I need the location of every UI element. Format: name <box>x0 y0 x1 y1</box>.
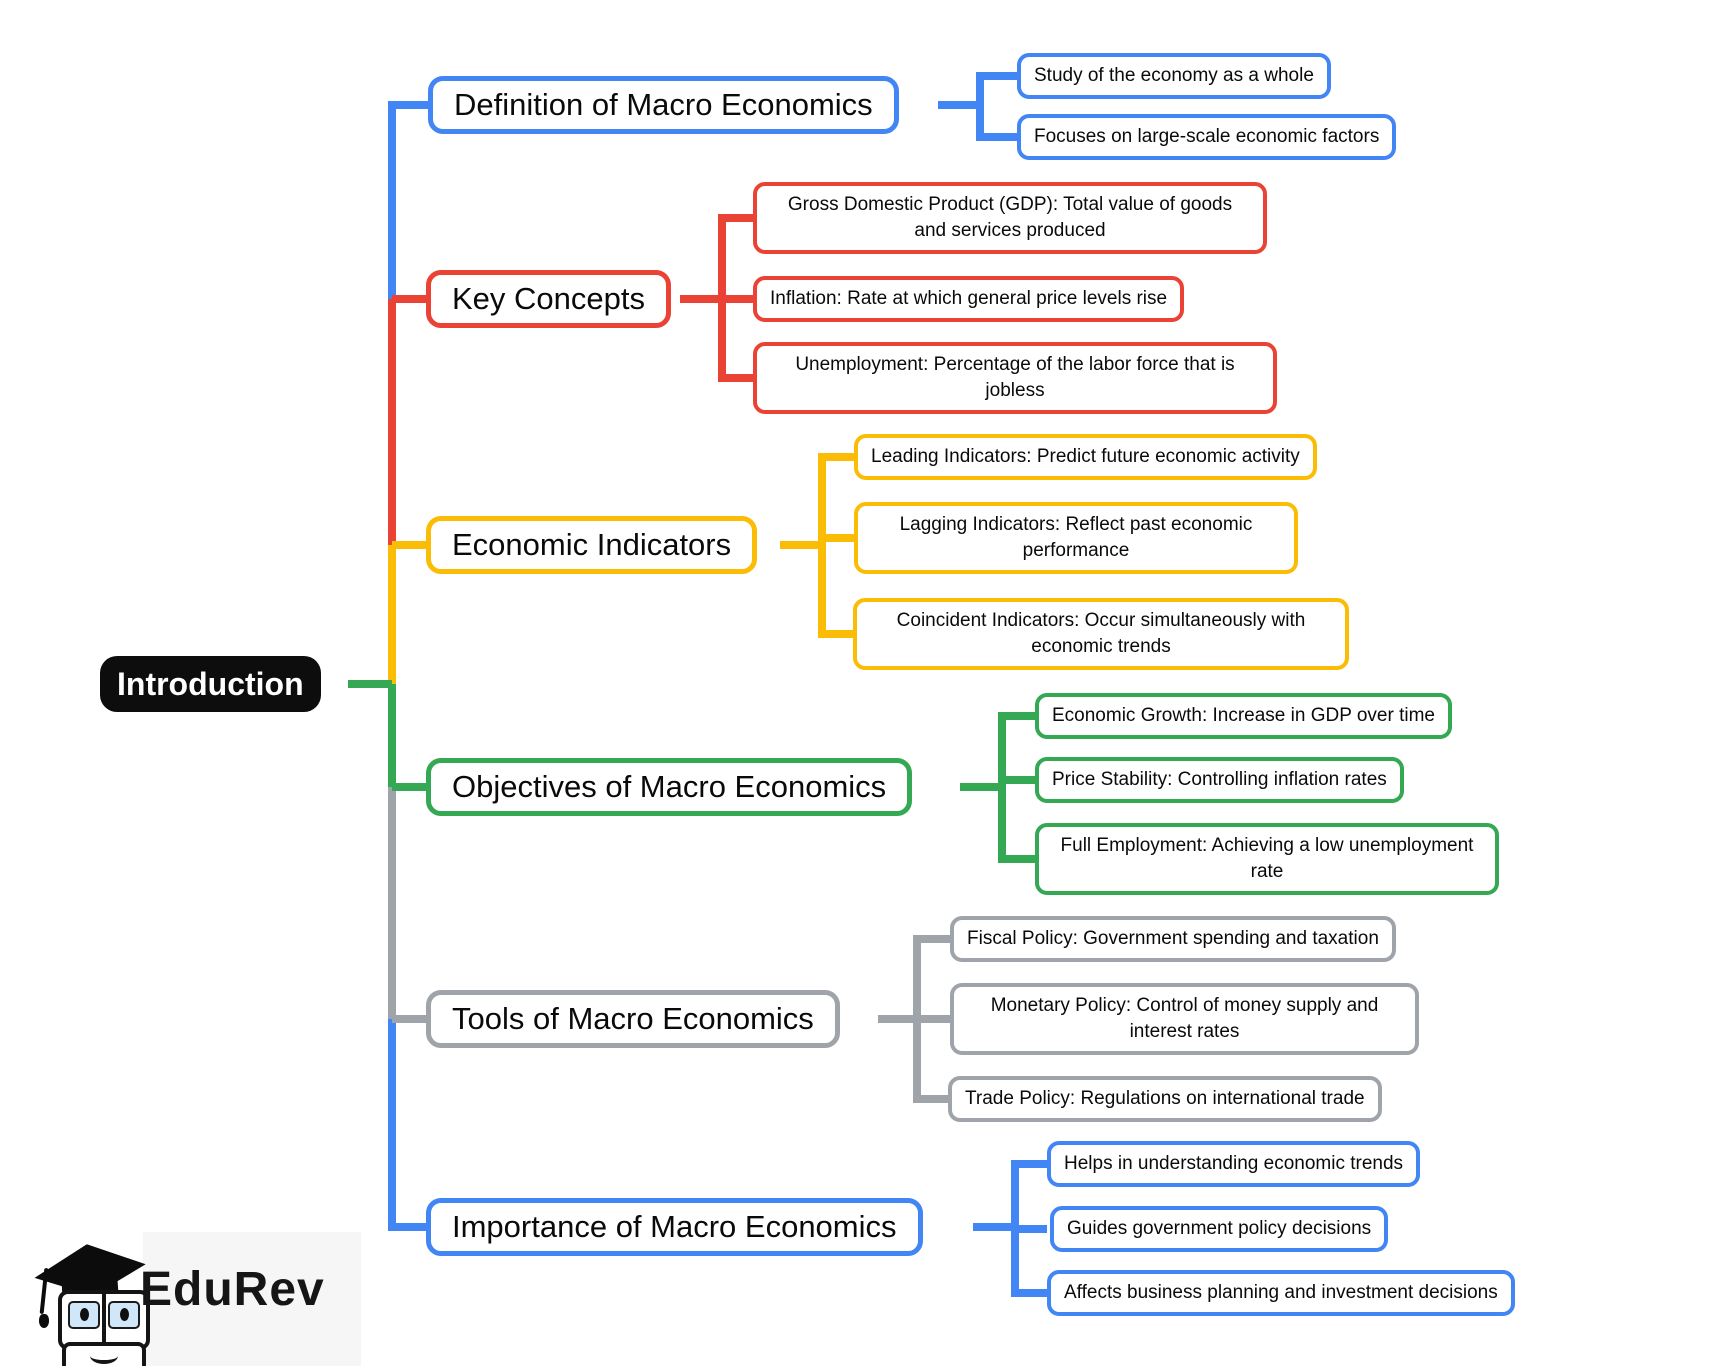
root-node-introduction[interactable]: Introduction <box>100 656 321 712</box>
connector-child <box>917 1015 950 1023</box>
pupil-icon <box>120 1308 129 1321</box>
trunk-segment-economic-indicators <box>388 545 396 684</box>
connector-child <box>917 1095 950 1103</box>
graduation-tassel-icon <box>39 1314 49 1328</box>
connector-child <box>722 374 753 382</box>
connector-child <box>1015 1160 1047 1168</box>
edurev-mascot-icon <box>58 1290 150 1350</box>
connector-definition-rail <box>938 101 984 109</box>
connector-child <box>722 214 753 222</box>
connector-branch-definition <box>392 101 432 109</box>
child-node[interactable]: Study of the economy as a whole <box>1017 53 1331 99</box>
rail-objectives <box>998 712 1006 863</box>
child-node[interactable]: Focuses on large-scale economic factors <box>1017 114 1397 160</box>
connector-child <box>822 630 854 638</box>
child-node[interactable]: Economic Growth: Increase in GDP over ti… <box>1035 693 1452 739</box>
child-node[interactable]: Fiscal Policy: Government spending and t… <box>950 916 1396 962</box>
trunk-segment-tools <box>388 787 396 1019</box>
connector-child <box>1002 855 1035 863</box>
smile-icon <box>90 1348 118 1364</box>
connector-child <box>1002 776 1035 784</box>
trunk-segment-definition <box>388 101 396 299</box>
branch-tools[interactable]: Tools of Macro Economics <box>426 990 840 1048</box>
connector-child <box>980 72 1017 80</box>
child-node[interactable]: Unemployment: Percentage of the labor fo… <box>753 342 1277 414</box>
rail-economic-indicators <box>818 453 826 638</box>
connector-child <box>822 534 854 542</box>
connector-branch-key-concepts <box>392 295 430 303</box>
branch-importance[interactable]: Importance of Macro Economics <box>426 1198 923 1256</box>
branch-economic-indicators[interactable]: Economic Indicators <box>426 516 758 574</box>
child-node[interactable]: Helps in understanding economic trends <box>1047 1141 1421 1187</box>
child-node[interactable]: Trade Policy: Regulations on internation… <box>948 1076 1382 1122</box>
branch-key-concepts[interactable]: Key Concepts <box>426 270 671 328</box>
connector-child <box>980 133 1017 141</box>
edurev-logo: EduRev <box>28 1240 368 1366</box>
connector-economic-indicators-rail <box>780 541 826 549</box>
child-node[interactable]: Lagging Indicators: Reflect past economi… <box>854 502 1298 574</box>
branch-definition[interactable]: Definition of Macro Economics <box>428 76 899 134</box>
connector-branch-importance <box>392 1223 430 1231</box>
child-node[interactable]: Coincident Indicators: Occur simultaneou… <box>853 598 1349 670</box>
child-node[interactable]: Guides government policy decisions <box>1050 1206 1389 1252</box>
branch-objectives[interactable]: Objectives of Macro Economics <box>426 758 913 816</box>
connector-branch-objectives <box>392 783 430 791</box>
trunk-segment-key-concepts <box>388 299 396 545</box>
eye-icon <box>68 1301 100 1329</box>
connector-child <box>722 295 753 303</box>
child-node[interactable]: Monetary Policy: Control of money supply… <box>950 983 1419 1055</box>
child-node[interactable]: Gross Domestic Product (GDP): Total valu… <box>753 182 1267 254</box>
connector-branch-economic-indicators <box>392 541 430 549</box>
connector-child <box>1015 1225 1047 1233</box>
child-node[interactable]: Leading Indicators: Predict future econo… <box>854 434 1317 480</box>
connector-branch-tools <box>392 1015 430 1023</box>
child-node[interactable]: Inflation: Rate at which general price l… <box>753 276 1185 322</box>
trunk-segment-objectives <box>388 684 396 787</box>
connector-key-concepts-rail <box>680 295 726 303</box>
connector-objectives-rail <box>960 783 1006 791</box>
pupil-icon <box>80 1308 89 1321</box>
connector-importance-rail <box>973 1223 1019 1231</box>
logo-backdrop <box>143 1232 361 1366</box>
child-node[interactable]: Affects business planning and investment… <box>1047 1270 1515 1316</box>
connector-child <box>1015 1289 1047 1297</box>
connector-child <box>1002 712 1035 720</box>
eye-icon <box>108 1301 140 1329</box>
rail-definition <box>976 72 984 141</box>
connector-child <box>917 935 950 943</box>
child-node[interactable]: Full Employment: Achieving a low unemplo… <box>1035 823 1499 895</box>
book-spine-icon <box>102 1294 106 1346</box>
connector-root <box>348 680 392 688</box>
connector-child <box>822 453 854 461</box>
edurev-brand-text: EduRev <box>140 1263 325 1316</box>
book-icon <box>62 1342 146 1366</box>
connector-tools-rail <box>878 1015 921 1023</box>
trunk-segment-importance <box>388 1019 396 1231</box>
child-node[interactable]: Price Stability: Controlling inflation r… <box>1035 757 1404 803</box>
